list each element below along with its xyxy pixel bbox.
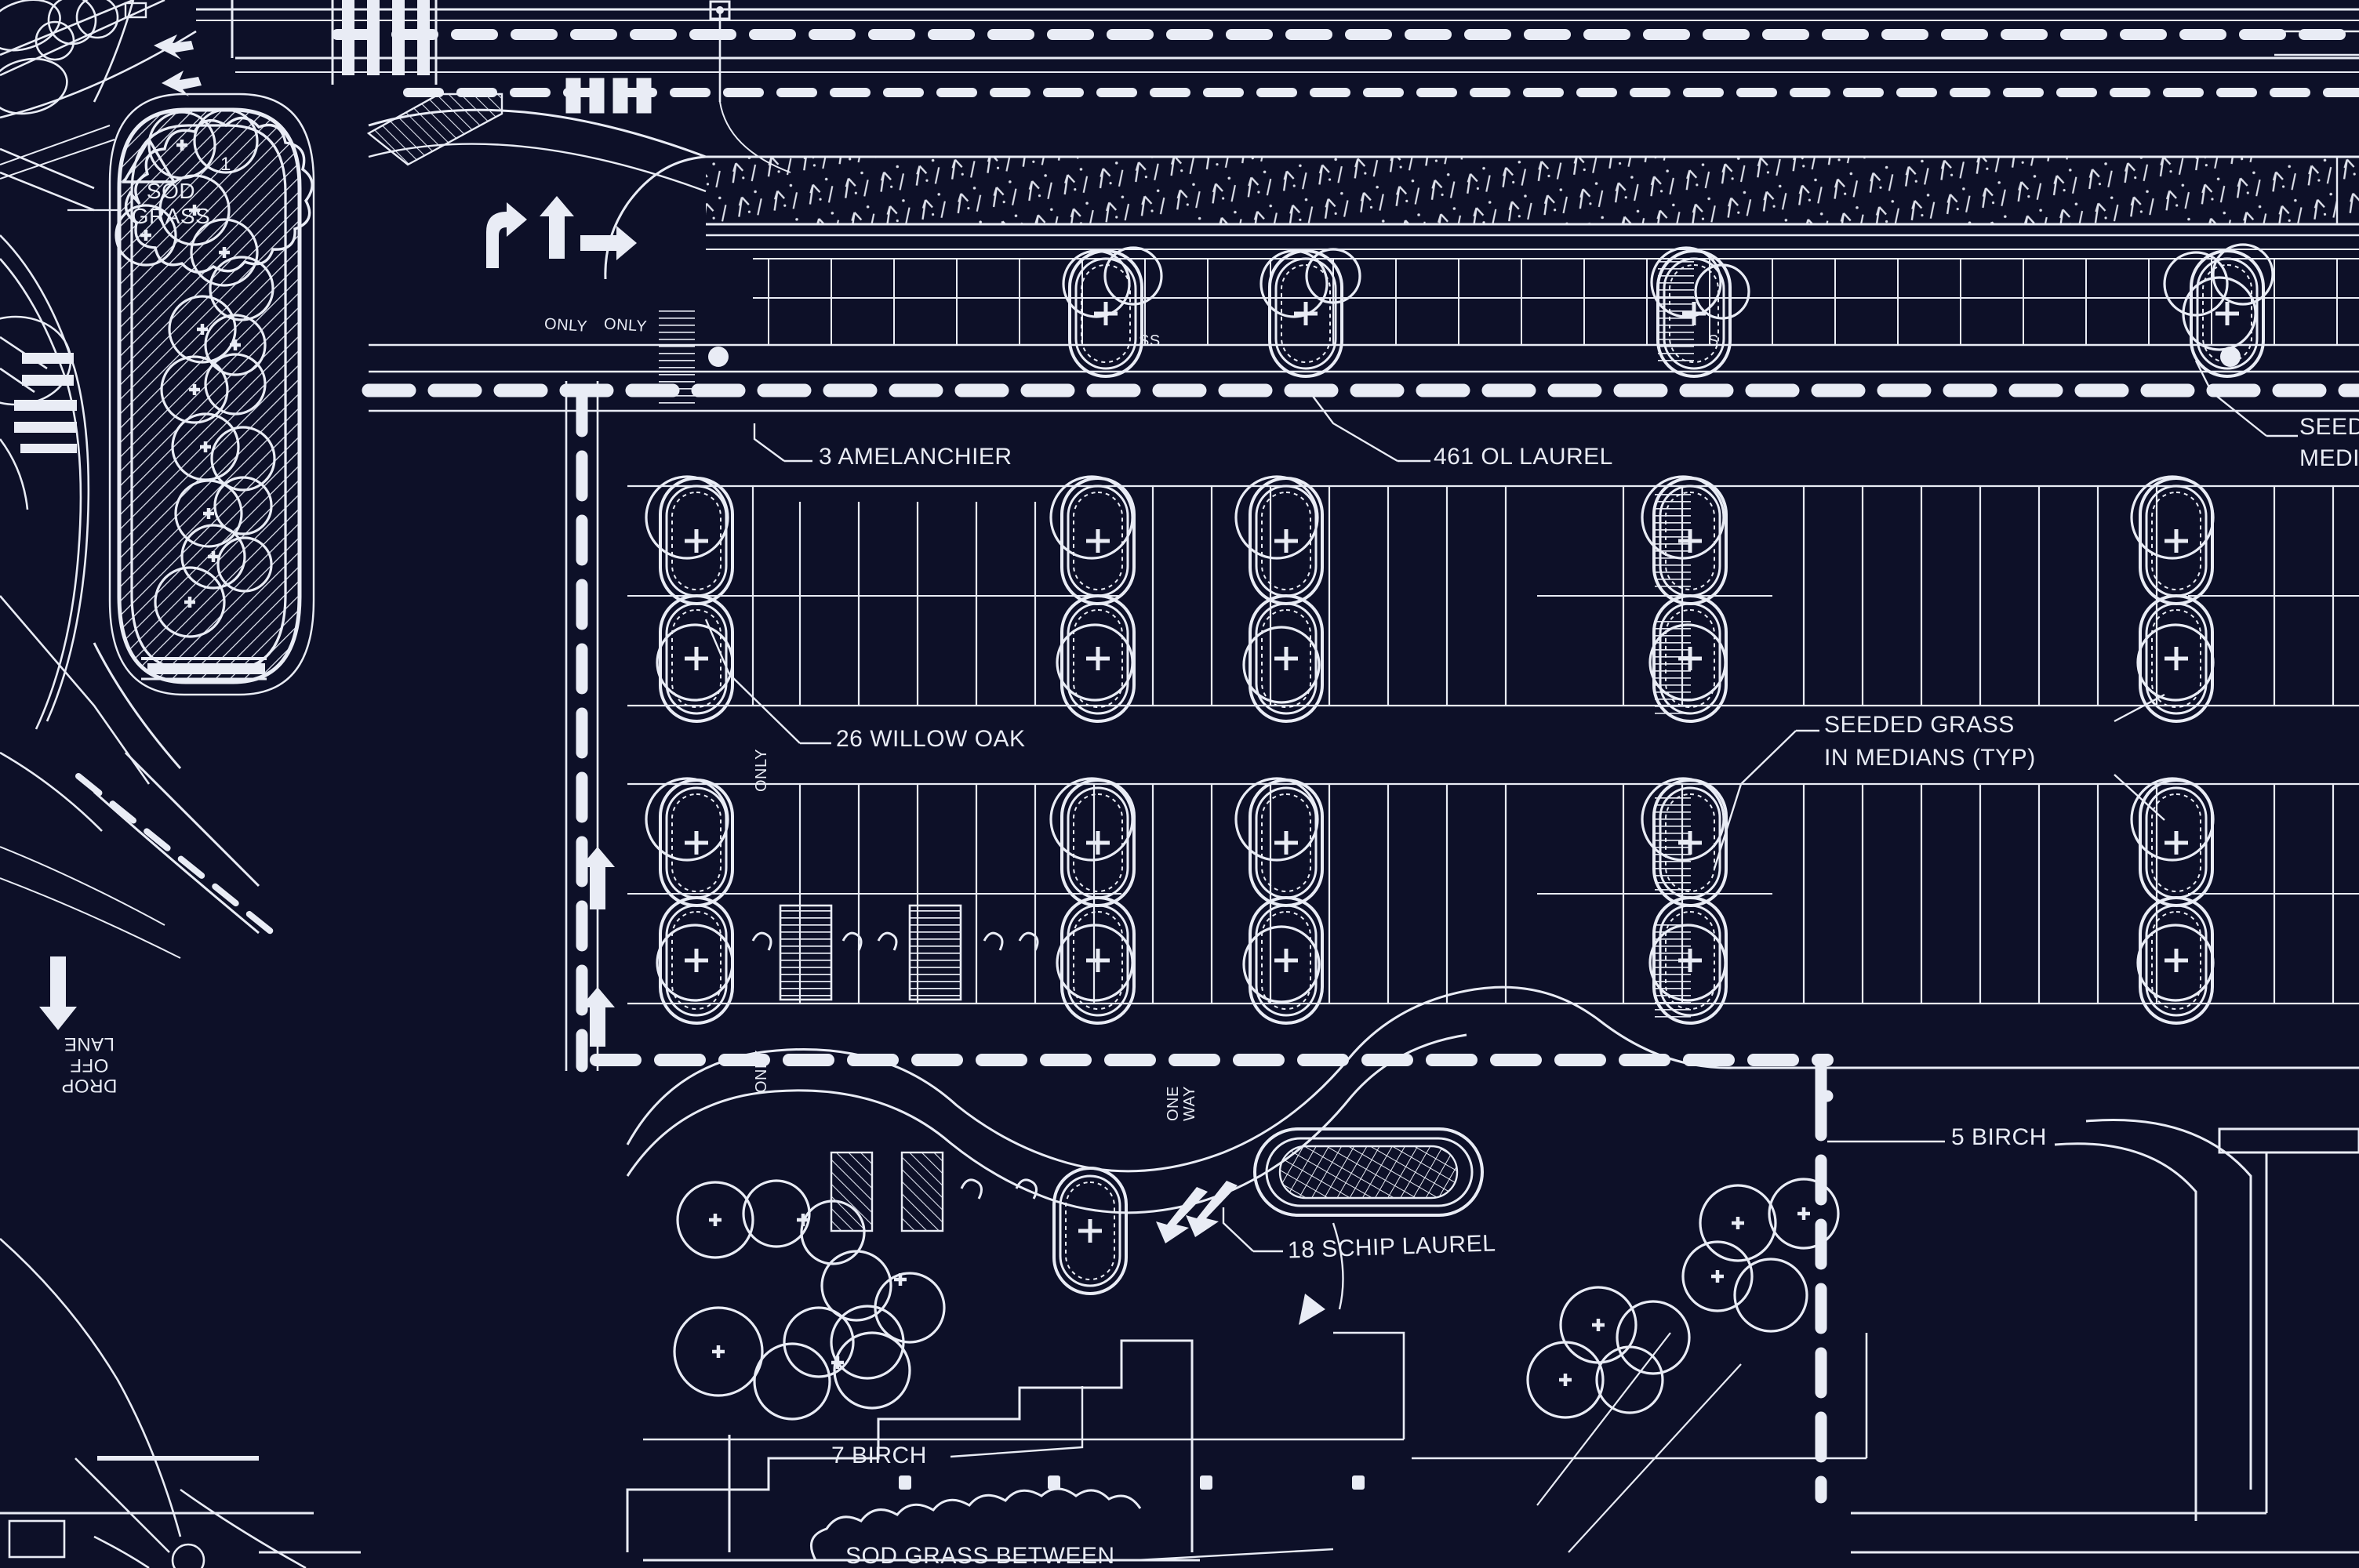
blueprint-sheet: SOD GRASS 1 DROP OFF LANE ONLY ONLY ONLY… (0, 0, 2359, 1568)
site-plan-linework (0, 0, 2359, 1568)
